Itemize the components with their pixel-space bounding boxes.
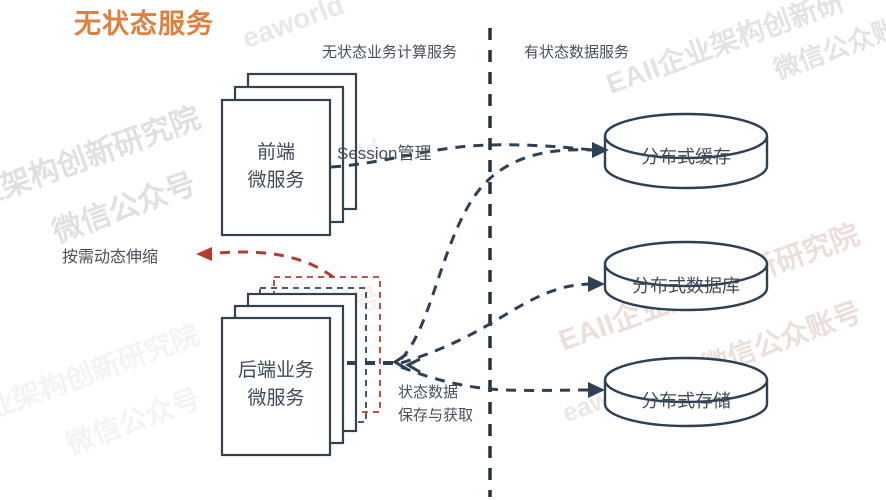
arrowhead-to-cache-icon [592,142,609,158]
frontend-label-line2: 微服务 [247,169,305,191]
distributed-database-label: 分布式数据库 [632,276,740,296]
distributed-storage-cylinder [603,356,769,428]
distributed-cache-cylinder [603,112,769,190]
backend-microservice-stack [220,276,381,457]
cylinder-body [603,356,769,428]
frontend-stack-card [220,98,332,237]
arrowhead-scale-on-demand-icon [196,247,212,261]
distributed-storage-label: 分布式存储 [641,391,731,411]
zone-label-stateful-data: 有状态数据服务 [524,44,630,61]
backend-stack-card [220,316,332,457]
zone-label-stateless-compute: 无状态业务计算服务 [322,44,458,61]
scale-on-demand-arrow-line [207,250,334,279]
retrieve-chevron-icon [392,352,408,371]
distributed-cache-label: 分布式缓存 [641,147,731,167]
cylinder-rim [603,379,769,404]
state-data-annotation: 状态数据 保存与获取 [398,381,508,428]
distributed-database-cylinder [603,240,769,312]
state-annotation-line1: 状态数据 [398,384,459,401]
backend-label-line1: 后端业务 [237,360,314,381]
cylinder-body [603,240,769,312]
backend-to-database-arrow-line [400,282,590,365]
backend-to-cache-arrow-line [399,148,593,361]
session-management-annotation: Session管理 [337,144,432,163]
session-management-arrow-line [330,143,594,169]
cylinder-body [603,112,769,190]
arrowhead-to-storage-icon [588,382,605,398]
frontend-label-line1: 前端 [256,142,295,163]
state-annotation-line2: 保存与获取 [398,407,474,425]
retrieve-chevron-icon [404,357,421,374]
scale-on-demand-annotation: 按需动态伸缩 [62,249,159,266]
frontend-microservice-stack [220,72,358,237]
backend-microservice-label: 后端业务 微服务 [221,357,331,412]
arrowhead-to-database-icon [588,276,605,292]
cylinder-rim [603,135,769,160]
cylinder-rim [603,263,769,288]
frontend-microservice-label: 前端 微服务 [221,139,331,194]
backend-label-line2: 微服务 [247,387,305,409]
backend-to-storage-arrow-line [400,365,590,392]
page-title: 无状态服务 [74,9,214,39]
